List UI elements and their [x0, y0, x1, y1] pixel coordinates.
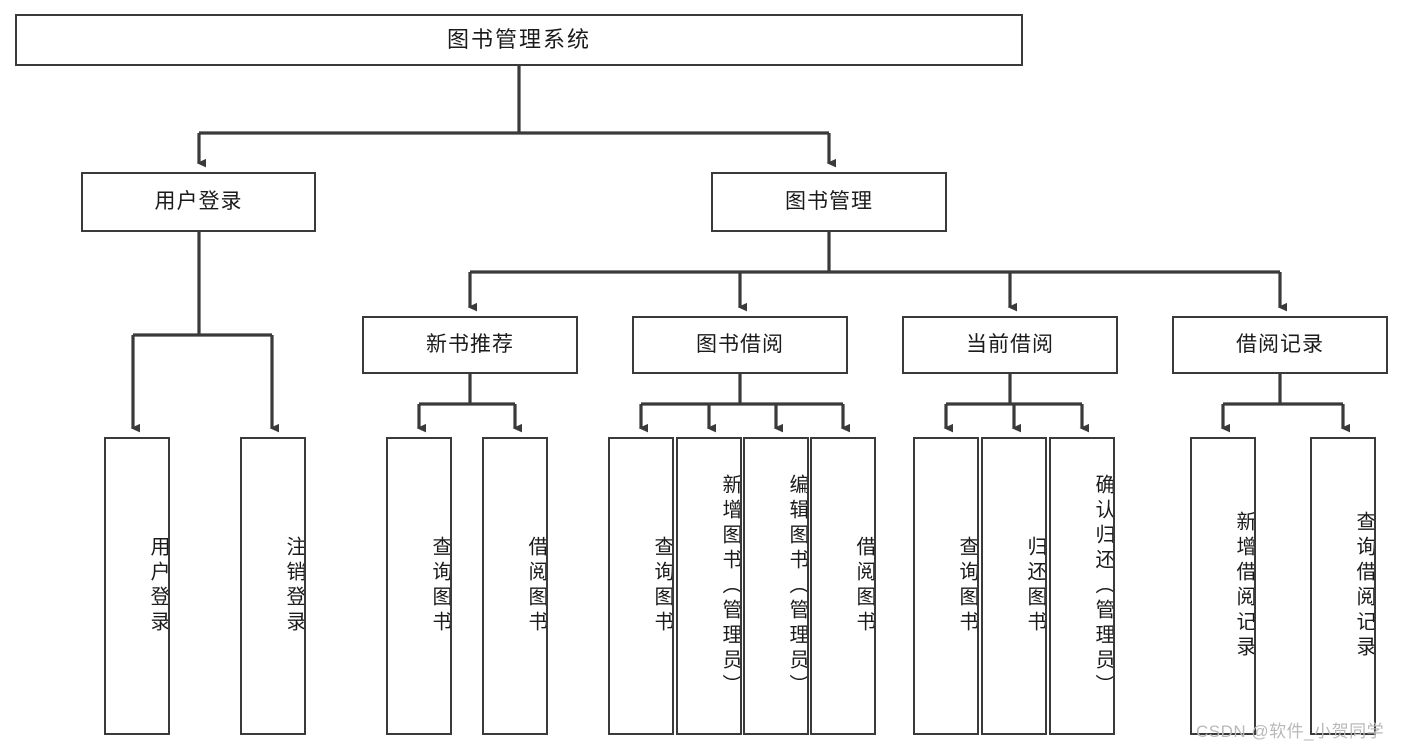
node-label: 图书管理 [785, 190, 873, 214]
watermark-text: CSDN @软件_小贺同学 [1196, 722, 1385, 741]
node-label: 借阅图书 [525, 536, 547, 636]
leaf-query-book-rec[interactable]: 查询图书 [386, 437, 452, 735]
leaf-query-book-current[interactable]: 查询图书 [913, 437, 979, 735]
node-current-borrow[interactable]: 当前借阅 [902, 316, 1118, 374]
node-label: 查询图书 [651, 536, 673, 636]
node-borrow-record[interactable]: 借阅记录 [1172, 316, 1388, 374]
node-label: 用户登录 [154, 190, 243, 214]
node-label: 新增图书（管理员） [719, 473, 741, 699]
leaf-add-book-admin[interactable]: 新增图书（管理员） [676, 437, 742, 735]
node-label: 图书借阅 [696, 333, 784, 357]
node-label: 查询图书 [429, 536, 451, 636]
node-book-borrow[interactable]: 图书借阅 [632, 316, 848, 374]
node-label: 借阅记录 [1236, 333, 1324, 357]
node-user-login[interactable]: 用户登录 [81, 172, 316, 232]
leaf-query-borrow-record[interactable]: 查询借阅记录 [1310, 437, 1376, 735]
node-label: 查询借阅记录 [1353, 511, 1375, 661]
leaf-user-login[interactable]: 用户登录 [104, 437, 170, 735]
node-label: 确认归还（管理员） [1092, 473, 1114, 699]
leaf-add-borrow-record[interactable]: 新增借阅记录 [1190, 437, 1256, 735]
leaf-edit-book-admin[interactable]: 编辑图书（管理员） [743, 437, 809, 735]
leaf-confirm-return-admin[interactable]: 确认归还（管理员） [1049, 437, 1115, 735]
leaf-query-book-borrow[interactable]: 查询图书 [608, 437, 674, 735]
leaf-borrow-book[interactable]: 借阅图书 [810, 437, 876, 735]
node-label: 编辑图书（管理员） [786, 473, 808, 699]
node-label: 图书管理系统 [446, 26, 591, 52]
node-root-system[interactable]: 图书管理系统 [15, 14, 1023, 66]
leaf-borrow-book-rec[interactable]: 借阅图书 [482, 437, 548, 735]
node-label: 归还图书 [1024, 536, 1046, 636]
node-label: 当前借阅 [966, 333, 1054, 357]
leaf-return-book[interactable]: 归还图书 [981, 437, 1047, 735]
node-label: 用户登录 [147, 536, 169, 636]
leaf-logout[interactable]: 注销登录 [240, 437, 306, 735]
node-label: 新书推荐 [426, 333, 514, 357]
node-label: 查询图书 [956, 536, 978, 636]
node-label: 借阅图书 [853, 536, 875, 636]
node-book-management[interactable]: 图书管理 [711, 172, 947, 232]
node-new-book-recommendation[interactable]: 新书推荐 [362, 316, 578, 374]
node-label: 新增借阅记录 [1233, 511, 1255, 661]
node-label: 注销登录 [283, 536, 305, 636]
